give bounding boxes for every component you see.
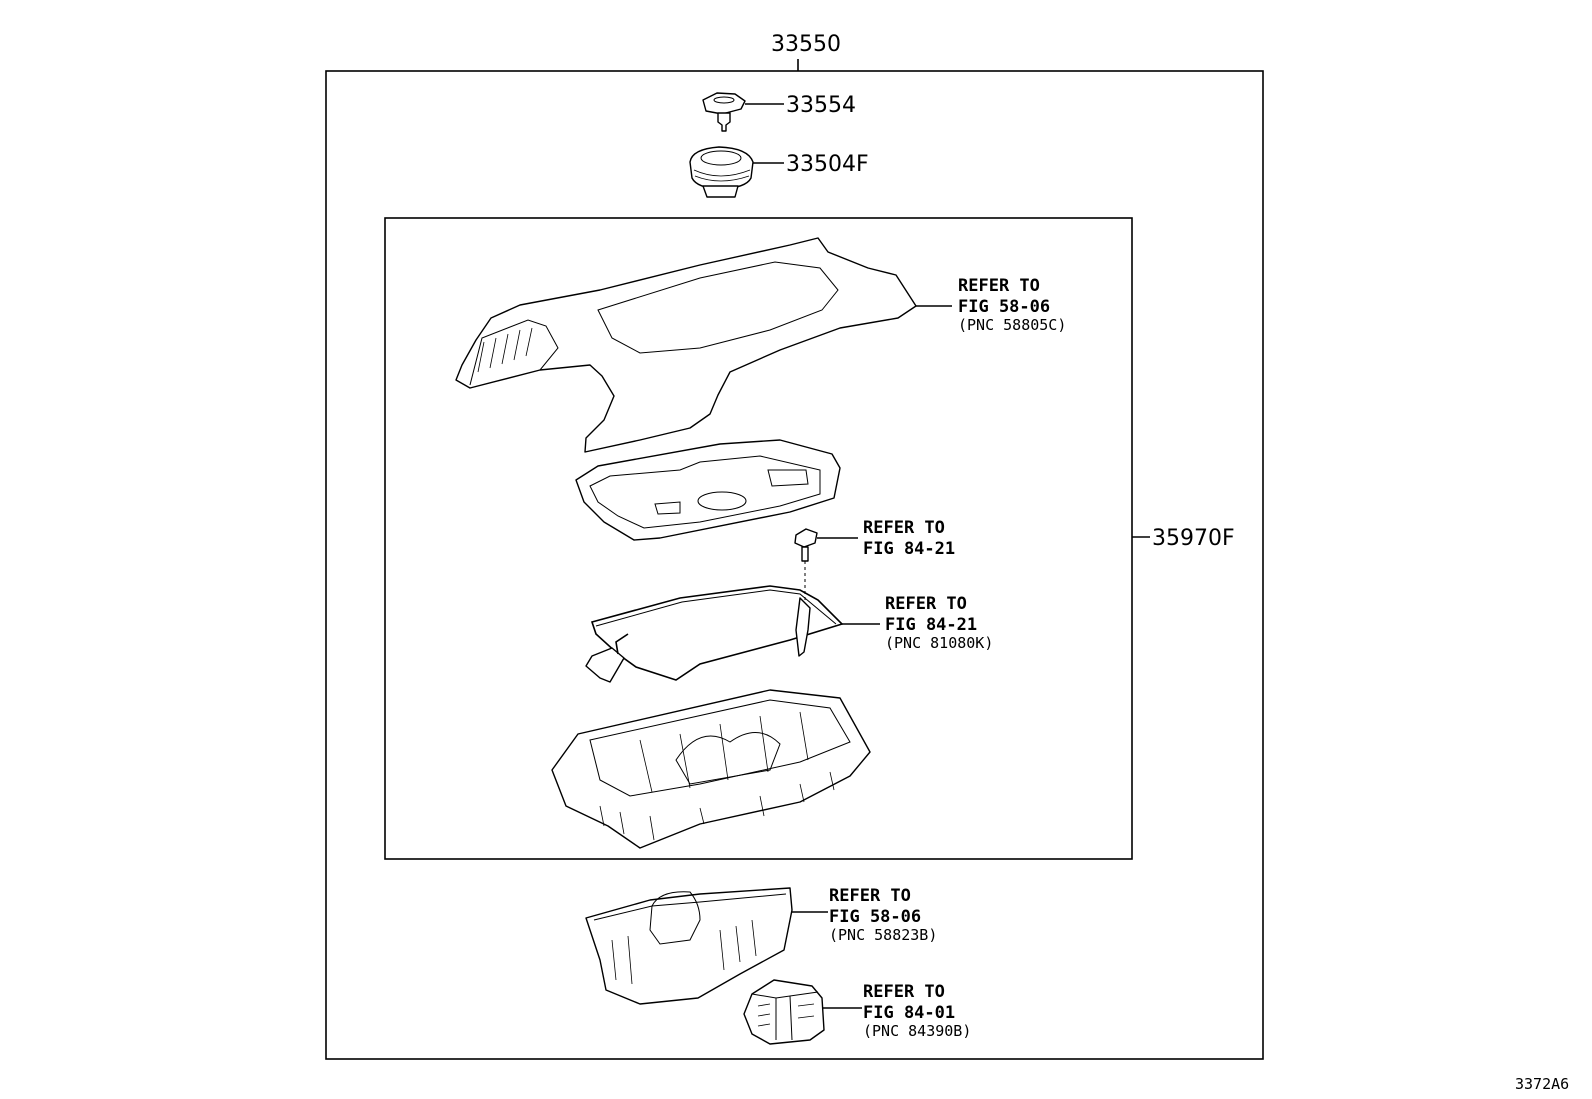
shift-boot-icon [689,146,754,198]
reference-pnc: (PNC 84390B) [863,1022,972,1040]
switch-icon [743,979,825,1045]
assembly-part-number: 33550 [771,32,841,57]
part-number-label: 33554 [786,93,856,118]
reference-figure: FIG 84-21 [863,539,956,559]
reference-line1: REFER TO [958,276,1040,296]
console-panel-icon [455,237,917,453]
sub-assembly-part-number: 35970F [1152,526,1235,551]
shift-knob-icon [702,92,746,132]
reference-line1: REFER TO [863,518,945,538]
reference-callout: REFER TO FIG 84-01 (PNC 84390B) [863,982,971,1039]
reference-line1: REFER TO [829,886,911,906]
reference-line1: REFER TO [885,594,967,614]
reference-callout: REFER TO FIG 84-21 [863,518,955,560]
console-bezel-icon [575,439,841,541]
wire-harness-icon [585,585,844,683]
sub-assembly-frame [384,217,1133,860]
reference-callout: REFER TO FIG 84-21 (PNC 81080K) [885,594,993,651]
reference-figure: FIG 58-06 [829,907,922,927]
reference-pnc: (PNC 58805C) [958,316,1067,334]
reference-pnc: (PNC 58823B) [829,926,938,944]
shift-mechanism-icon [551,689,871,849]
reference-line1: REFER TO [863,982,945,1002]
part-number-label: 33504F [786,152,869,177]
reference-figure: FIG 84-01 [863,1003,956,1023]
screw-icon [794,528,818,608]
console-box-icon [585,887,793,1005]
reference-figure: FIG 84-21 [885,615,978,635]
reference-callout: REFER TO FIG 58-06 (PNC 58823B) [829,886,937,943]
reference-figure: FIG 58-06 [958,297,1051,317]
reference-pnc: (PNC 81080K) [885,634,994,652]
assembly-frame [325,70,1264,1060]
figure-code: 3372A6 [1515,1075,1570,1093]
reference-callout: REFER TO FIG 58-06 (PNC 58805C) [958,276,1066,333]
